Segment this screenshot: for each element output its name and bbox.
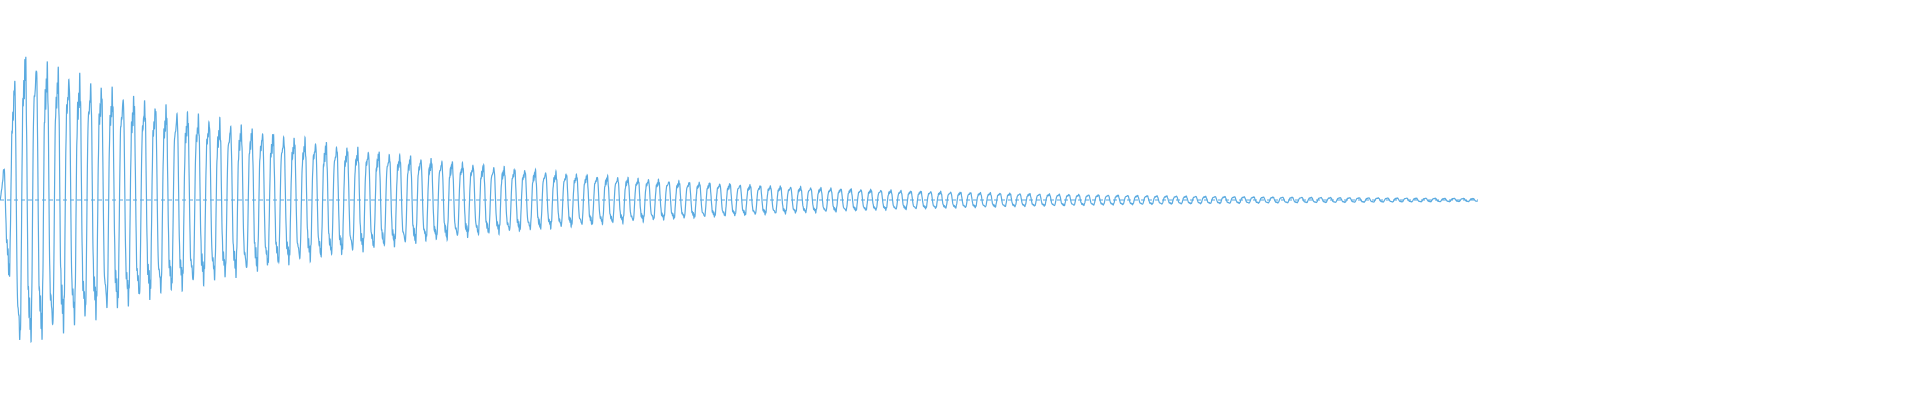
waveform-path xyxy=(0,56,1478,343)
